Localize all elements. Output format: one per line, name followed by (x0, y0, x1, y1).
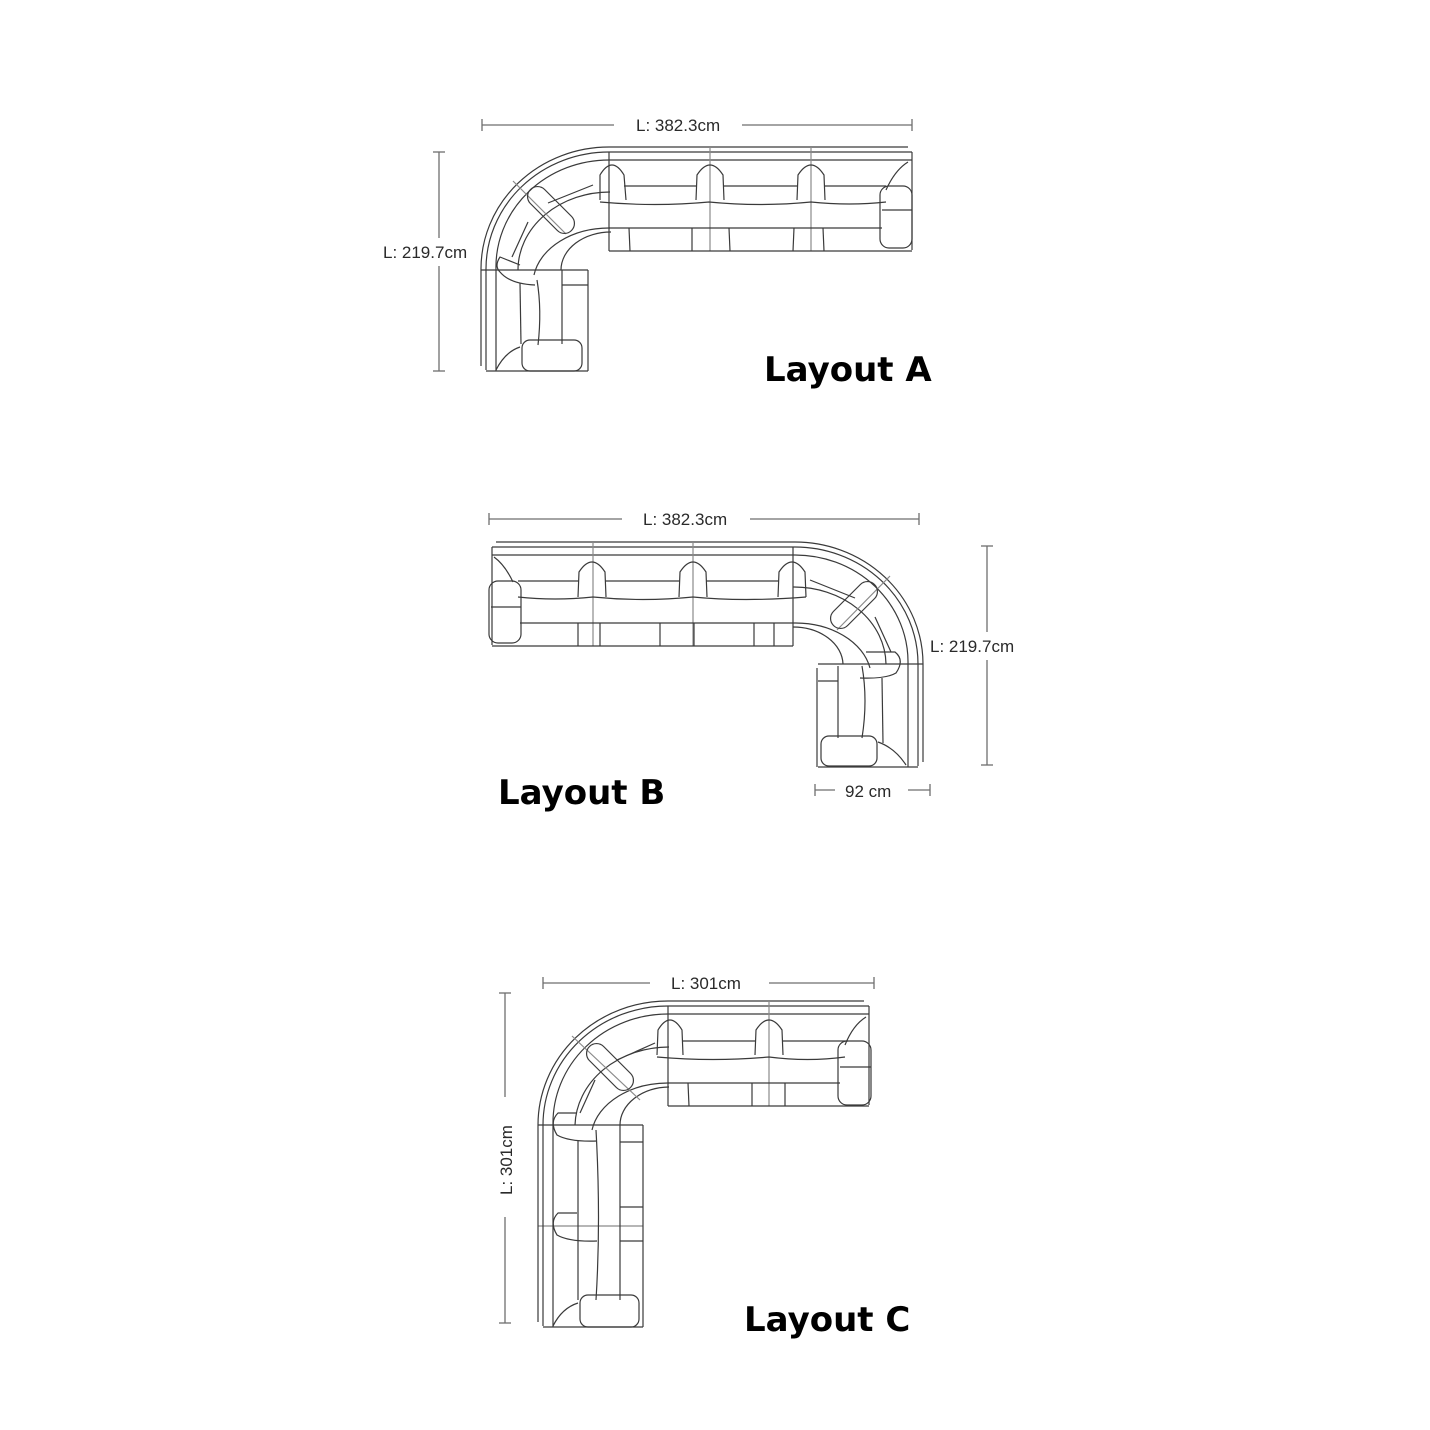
layout-b-length-dimension: L: 382.3cm (488, 510, 920, 529)
chaise-footrest (521, 339, 583, 372)
headrest (796, 164, 826, 201)
layout-b-chaise-width-dimension: 92 cm (814, 782, 931, 801)
layout-c-depth-dimension: L: 301cm (497, 992, 516, 1324)
right-armrest (879, 185, 913, 249)
footrest-seam (792, 227, 795, 252)
corner-front-edge (619, 1086, 670, 1126)
chaise-corner-curve (495, 346, 521, 371)
headrest (678, 561, 708, 598)
chaise-arm (496, 256, 536, 286)
corner-divider (579, 1079, 596, 1114)
corner-seat-front (533, 227, 611, 276)
corner-diagonal-seam (571, 1035, 641, 1101)
leg-corner-curve (552, 1302, 579, 1327)
layout-b: L: 382.3cm L: 219.7cm 92 cm (488, 510, 1014, 813)
headrest (656, 1019, 684, 1056)
headrest (777, 561, 807, 598)
layout-a-length-label: L: 382.3cm (636, 116, 720, 135)
chaise-seat-curve (536, 279, 541, 346)
corner-back-mid (485, 151, 610, 271)
headrest (695, 164, 725, 201)
left-arm-curve (493, 556, 514, 583)
corner-back-outer (792, 541, 924, 665)
corner-back-mid (542, 1005, 669, 1126)
layout-a-depth-label: L: 219.7cm (383, 243, 467, 262)
footrest-seam (822, 227, 825, 252)
chaise-line (881, 677, 884, 744)
corner-divider (616, 1042, 656, 1061)
layout-b-length-label: L: 382.3cm (643, 510, 727, 529)
chaise-corner-curve (877, 741, 907, 766)
corner-divider (809, 579, 856, 599)
layout-b-title: Layout B (498, 773, 665, 813)
headrest (599, 164, 627, 201)
seat-back-edge (599, 201, 887, 206)
layout-b-sofa-drawing (488, 541, 924, 768)
layout-b-chaise-width-label: 92 cm (845, 782, 891, 801)
corner-divider (511, 221, 529, 258)
corner-armrest (829, 580, 879, 630)
corner-diagonal-seam (836, 575, 891, 631)
corner-back-inner (495, 159, 610, 271)
corner-back-mid (792, 546, 919, 665)
chaise-line (519, 282, 522, 345)
corner-seat-front (591, 1082, 670, 1131)
corner-front-edge (560, 231, 612, 271)
right-arm-curve (885, 161, 909, 191)
layout-c: L: 301cm L: 301cm (497, 974, 910, 1340)
layout-a-length-dimension: L: 382.3cm (481, 116, 913, 135)
footrest-seam (687, 1082, 690, 1107)
corner-divider (874, 616, 892, 653)
leg-arm-lower (552, 1212, 598, 1242)
corner-back-inner (552, 1013, 669, 1126)
layout-a: L: 382.3cm L: 219.7cm (383, 116, 932, 390)
left-armrest (488, 580, 522, 644)
corner-armrest (526, 185, 576, 235)
layout-a-depth-dimension: L: 219.7cm (383, 151, 467, 372)
corner-seat-curve (517, 191, 611, 271)
leg-arm (552, 1112, 598, 1142)
layout-c-title: Layout C (744, 1300, 910, 1340)
footrest-seam (728, 227, 731, 252)
headrest (754, 1019, 784, 1056)
layout-c-depth-label: L: 301cm (497, 1125, 516, 1195)
corner-back-outer (537, 1000, 669, 1126)
layout-b-depth-label: L: 219.7cm (930, 637, 1014, 656)
corner-armrest (585, 1042, 635, 1092)
layout-b-depth-dimension: L: 219.7cm (930, 545, 1014, 766)
corner-seat-front (792, 622, 871, 669)
chaise-arm (859, 651, 901, 679)
seat-back-edge (517, 596, 807, 601)
layout-a-title: Layout A (764, 350, 932, 390)
chaise-seat-curve (861, 665, 866, 739)
layout-c-length-label: L: 301cm (671, 974, 741, 993)
corner-seat-curve (792, 586, 887, 665)
right-armrest (837, 1040, 872, 1106)
corner-back-inner (792, 554, 909, 665)
corner-diagonal-seam (512, 180, 567, 235)
leg-footrest (579, 1294, 640, 1328)
layout-c-sofa-drawing (537, 1000, 872, 1328)
seat-back-edge (656, 1056, 846, 1061)
headrest (577, 561, 607, 598)
chaise-footrest (820, 735, 878, 767)
corner-seat-curve (574, 1046, 670, 1126)
layout-c-length-dimension: L: 301cm (542, 974, 875, 993)
corner-front-edge (792, 626, 844, 665)
right-arm-curve (844, 1016, 867, 1046)
leg-seat-curve (595, 1129, 600, 1301)
corner-back-outer (480, 146, 610, 271)
footrest-seam (628, 227, 631, 252)
layout-a-sofa-drawing (480, 146, 913, 372)
